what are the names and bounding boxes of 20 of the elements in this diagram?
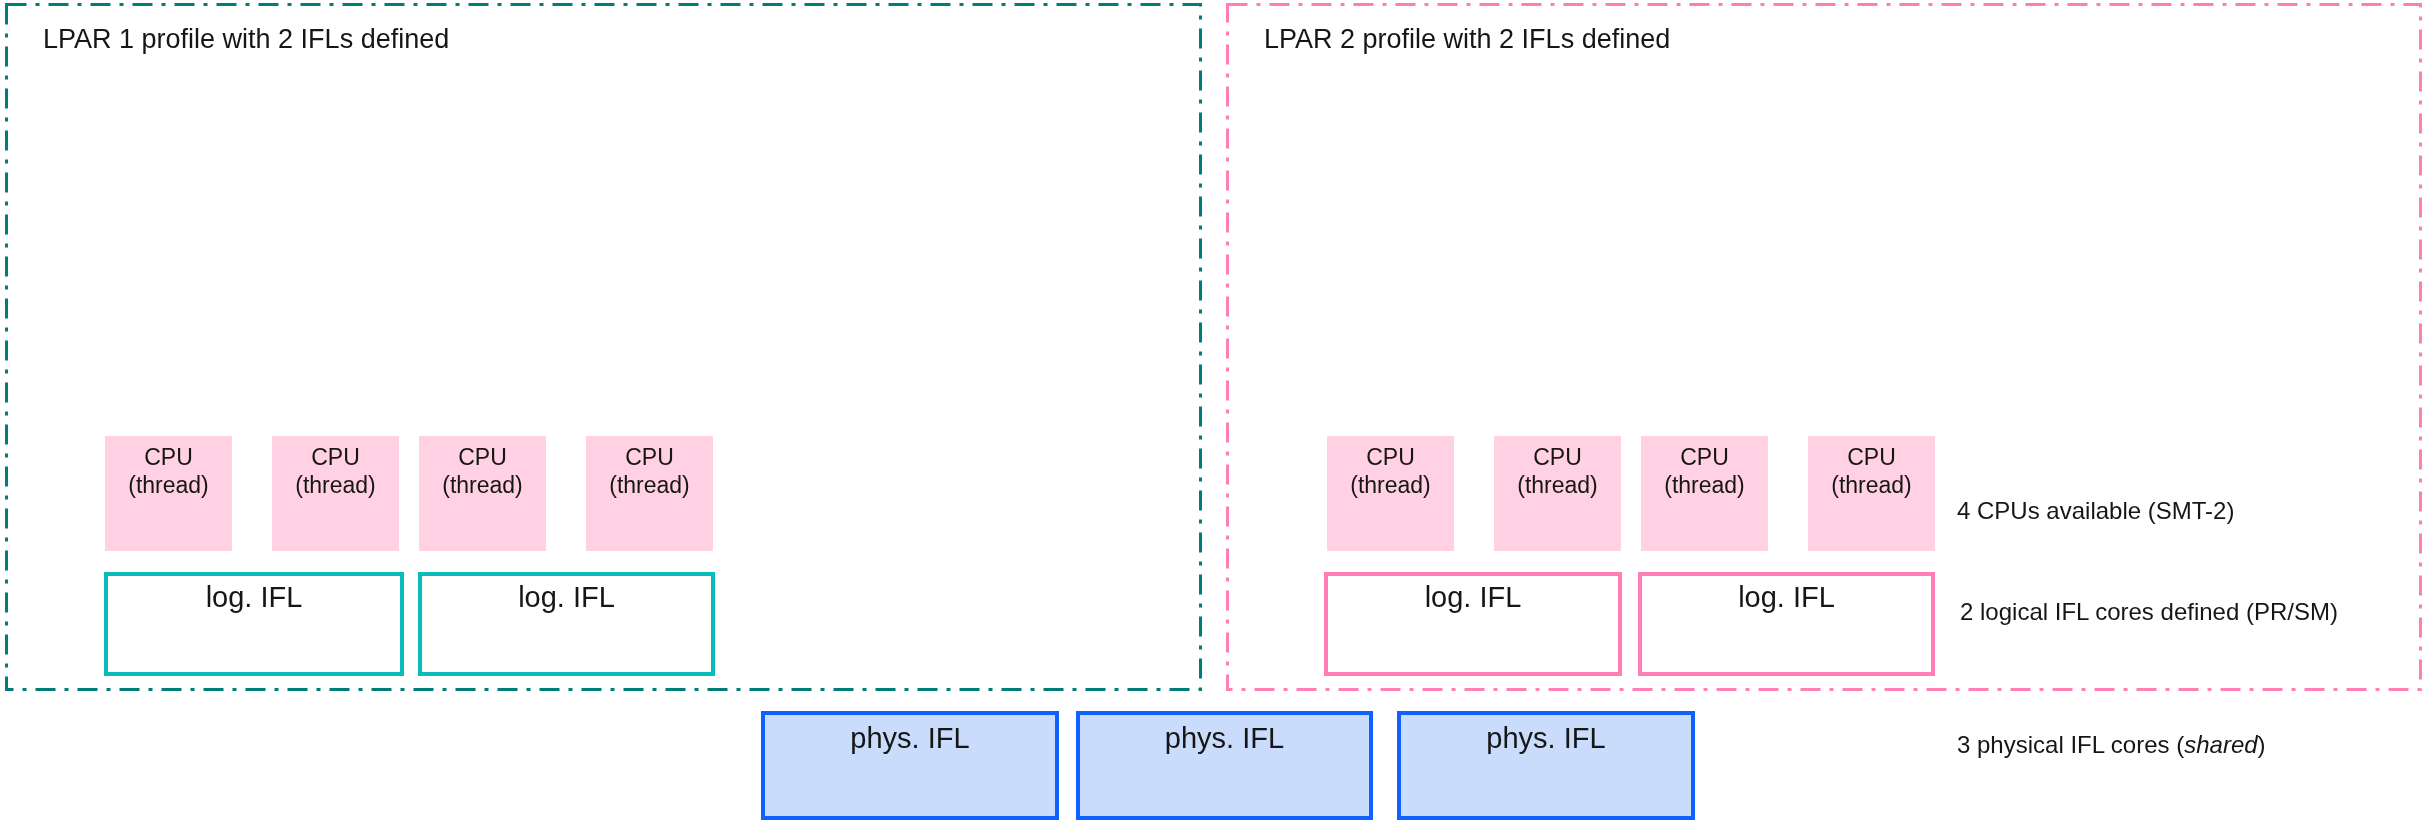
row-annotation: 3 physical IFL cores (shared): [1957, 731, 2266, 759]
cpu-thread-box: CPU (thread): [1808, 436, 1935, 551]
cpu-thread-box: CPU (thread): [419, 436, 546, 551]
physical-ifl-box: phys. IFL: [761, 711, 1059, 820]
cpu-thread-box: CPU (thread): [1494, 436, 1621, 551]
physical-ifl-box: phys. IFL: [1397, 711, 1695, 820]
physical-ifl-box: phys. IFL: [1076, 711, 1373, 820]
cpu-thread-box: CPU (thread): [1327, 436, 1454, 551]
row-annotation: 2 logical IFL cores defined (PR/SM): [1960, 598, 2338, 626]
cpu-thread-box: CPU (thread): [272, 436, 399, 551]
cpu-thread-box: CPU (thread): [105, 436, 232, 551]
partition-title: LPAR 1 profile with 2 IFLs defined: [43, 23, 450, 56]
logical-ifl-box: log. IFL: [104, 572, 404, 676]
logical-ifl-box: log. IFL: [1324, 572, 1622, 676]
cpu-thread-box: CPU (thread): [1641, 436, 1768, 551]
cpu-thread-box: CPU (thread): [586, 436, 713, 551]
row-annotation: 4 CPUs available (SMT-2): [1957, 497, 2235, 525]
logical-ifl-box: log. IFL: [418, 572, 715, 676]
partition-title: LPAR 2 profile with 2 IFLs defined: [1264, 23, 1671, 56]
logical-ifl-box: log. IFL: [1638, 572, 1935, 676]
